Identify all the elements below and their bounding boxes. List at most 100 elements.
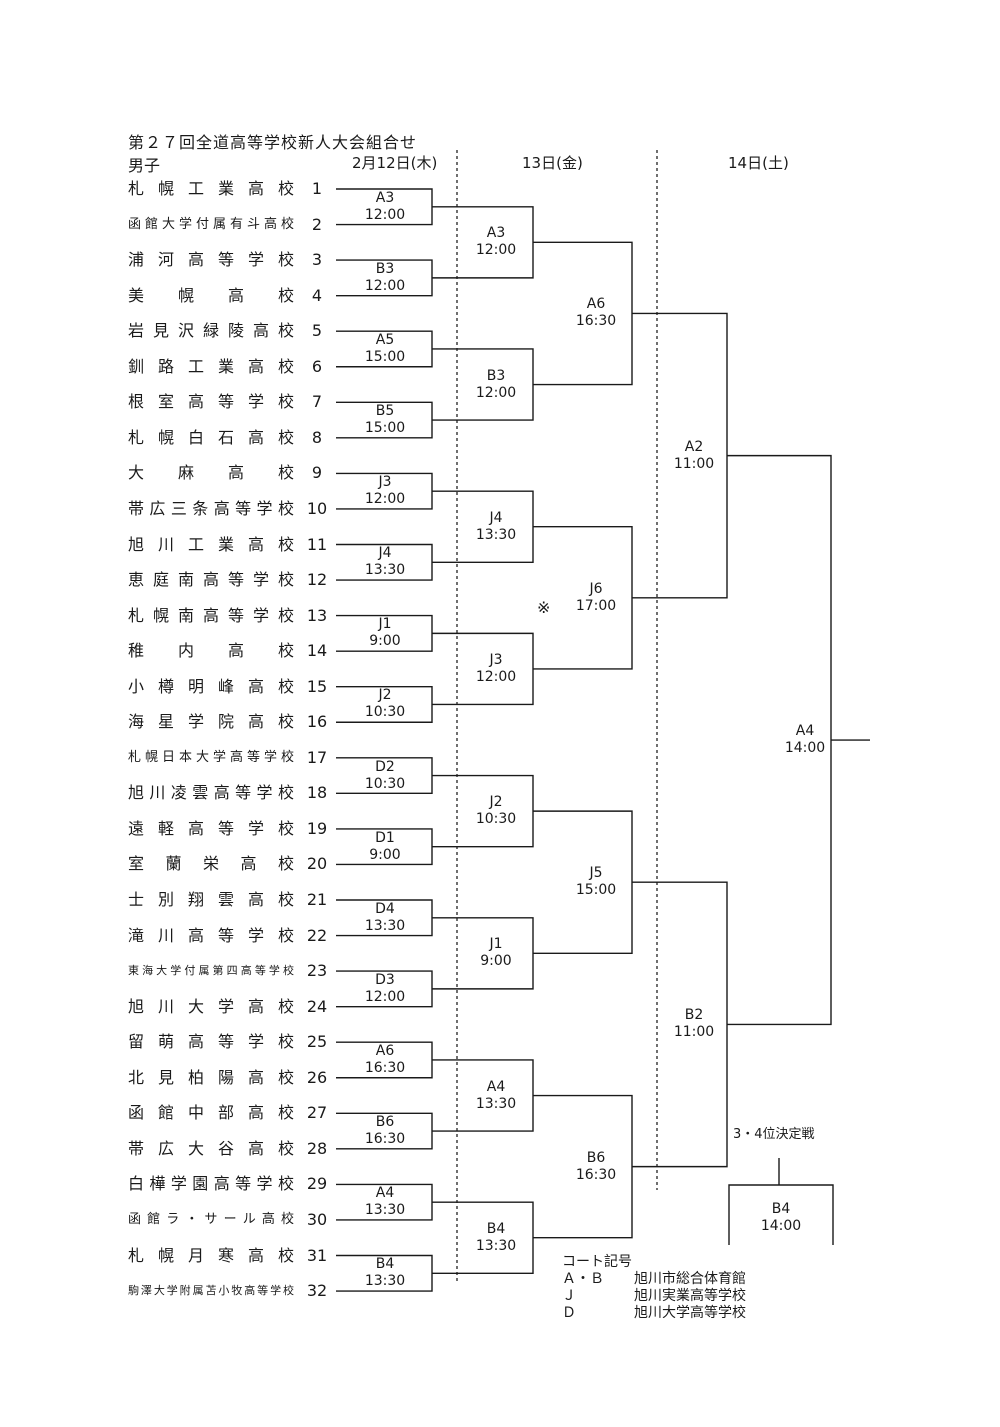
note-mark: ※ [537, 598, 551, 617]
match-time: 12:00 [475, 668, 517, 685]
match-time: 11:00 [673, 455, 715, 472]
match-court: J3 [378, 474, 392, 491]
match-time: 10:30 [364, 704, 406, 721]
team-name: 北見柏陽高校 [128, 1067, 294, 1087]
team-seed: 17 [306, 747, 328, 767]
team-seed: 11 [306, 534, 328, 554]
match-court: J5 [589, 865, 603, 882]
team-seed: 6 [311, 356, 323, 376]
team-seed: 12 [306, 570, 328, 590]
team-name: 札幌白石高校 [128, 427, 294, 447]
team-name: 函館ラ・サール高校 [128, 1211, 294, 1227]
match-time: 10:30 [475, 811, 517, 828]
team-seed: 10 [306, 498, 328, 518]
team-seed: 14 [306, 641, 328, 661]
team-name: 美幌高校 [128, 285, 294, 305]
third-place-bracket-line [728, 1184, 834, 1245]
division-label: 男子 [128, 156, 161, 175]
team-seed: 23 [306, 961, 328, 981]
match-court: J4 [489, 509, 503, 526]
match-time: 14:00 [784, 740, 826, 757]
match-time: 13:30 [364, 1202, 406, 1219]
match-time: 13:30 [364, 562, 406, 579]
match-court: B4 [375, 1256, 395, 1273]
match-court: J4 [378, 545, 392, 562]
team-name: 旭川大学高校 [128, 996, 294, 1016]
match-time: 16:30 [575, 313, 617, 330]
match-time: 16:30 [364, 1059, 406, 1076]
match-court: D1 [375, 829, 395, 846]
match-court: B3 [486, 367, 506, 384]
team-name: 東海大学付属第四高等学校 [128, 964, 294, 978]
match-court: A3 [486, 225, 506, 242]
match-time: 13:30 [364, 917, 406, 934]
legend-title: コート記号 [562, 1254, 632, 1270]
match-court: A4 [795, 723, 815, 740]
team-name: 函館大学付属有斗高校 [128, 216, 294, 232]
match-court: A4 [486, 1078, 506, 1095]
match-court: B4 [771, 1201, 791, 1217]
match-time: 12:00 [364, 491, 406, 508]
legend-row: Ａ・Ｂ 旭川市総合体育館 [562, 1271, 746, 1288]
team-name: 帯広三条高等学校 [128, 498, 294, 518]
team-name: 恵庭南高等学校 [128, 570, 294, 590]
team-name: 札幌南高等学校 [128, 605, 294, 625]
team-name: 札幌工業高校 [128, 179, 294, 198]
legend-venue: 旭川大学高等学校 [634, 1305, 746, 1321]
team-seed: 8 [311, 427, 323, 447]
match-court: A6 [375, 1042, 395, 1059]
team-name: 旭川工業高校 [128, 534, 294, 554]
match-court: B5 [375, 403, 395, 420]
match-court: D3 [375, 971, 395, 988]
legend-code: Ｊ [562, 1288, 576, 1304]
match-court: J2 [489, 794, 503, 811]
match-court: D2 [375, 758, 395, 775]
match-court: B4 [486, 1220, 506, 1237]
match-time: 13:30 [475, 1095, 517, 1112]
match-time: 13:30 [475, 1237, 517, 1254]
match-time: 12:00 [475, 384, 517, 401]
match-time: 15:00 [364, 420, 406, 437]
team-name: 大麻高校 [128, 463, 294, 483]
match-court: J6 [589, 580, 603, 597]
team-seed: 31 [306, 1245, 328, 1265]
match-time: 16:30 [364, 1131, 406, 1148]
match-time: 15:00 [364, 348, 406, 365]
match-time: 16:30 [575, 1166, 617, 1183]
team-seed: 5 [311, 321, 323, 341]
team-seed: 18 [306, 783, 328, 803]
team-seed: 26 [306, 1067, 328, 1087]
team-name: 旭川凌雲高等学校 [128, 783, 294, 803]
legend-code: Ａ・Ｂ [562, 1271, 604, 1287]
match-court: A5 [375, 331, 395, 348]
team-name: 遠軽高等学校 [128, 818, 294, 838]
team-seed: 19 [306, 818, 328, 838]
legend-venue: 旭川市総合体育館 [634, 1271, 746, 1287]
team-seed: 13 [306, 605, 328, 625]
team-seed: 30 [306, 1209, 328, 1229]
team-name: 札幌月寒高校 [128, 1245, 294, 1265]
match-court: A2 [684, 438, 704, 455]
match-court: J2 [378, 687, 392, 704]
team-name: 稚内高校 [128, 641, 294, 661]
